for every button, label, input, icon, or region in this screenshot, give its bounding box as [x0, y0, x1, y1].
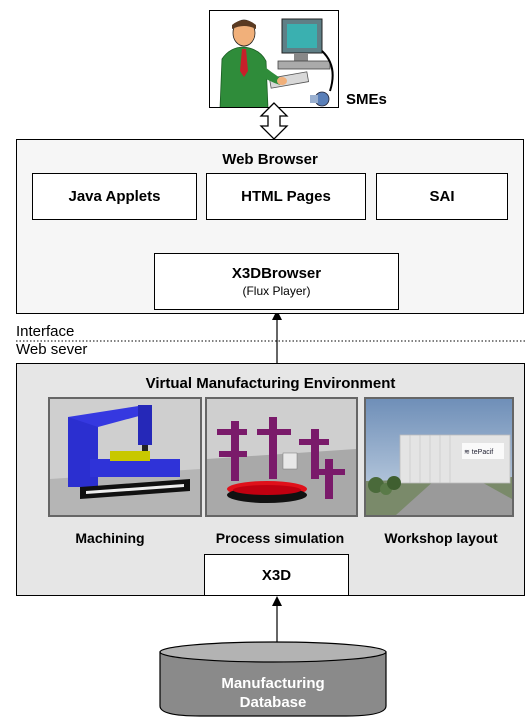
- milling-machine-icon: [50, 399, 200, 515]
- x3dbrowser-box: X3DBrowser (Flux Player): [154, 253, 399, 310]
- database-label-line1: Manufacturing: [221, 675, 325, 692]
- user-at-computer-icon: [219, 18, 334, 107]
- database-label-line2: Database: [239, 694, 307, 711]
- process-simulation-caption: Process simulation: [215, 530, 345, 546]
- sai-box: SAI: [376, 173, 508, 220]
- machining-image: [48, 397, 202, 517]
- x3dbrowser-label: X3DBrowser: [231, 265, 322, 282]
- interface-label: Interface: [16, 323, 75, 340]
- x3dbrowser-sublabel: (Flux Player): [242, 284, 311, 298]
- web-browser-title: Web Browser: [222, 151, 318, 168]
- smes-label: SMEs: [346, 91, 387, 108]
- process-simulation-icon: [207, 399, 356, 515]
- workshop-layout-image: ≋ tePacif: [364, 397, 514, 517]
- workshop-layout-icon: ≋ tePacif: [366, 399, 512, 515]
- workshop-layout-caption: Workshop layout: [384, 530, 498, 546]
- database-icon: [159, 651, 387, 717]
- svg-text:≋ tePacif: ≋ tePacif: [464, 449, 493, 456]
- database-label: Manufacturing Database: [160, 674, 386, 712]
- java-applets-label: Java Applets: [68, 188, 161, 205]
- html-pages-box: HTML Pages: [206, 173, 366, 220]
- process-simulation-image: [205, 397, 358, 517]
- vme-title: Virtual Manufacturing Environment: [145, 375, 396, 392]
- sai-label: SAI: [429, 188, 455, 205]
- java-applets-box: Java Applets: [32, 173, 197, 220]
- x3d-label: X3D: [261, 566, 292, 584]
- sme-user-illustration: [209, 10, 339, 108]
- machining-caption: Machining: [75, 530, 145, 546]
- x3d-box: X3D: [204, 554, 349, 596]
- html-pages-label: HTML Pages: [241, 188, 331, 205]
- web-server-label: Web sever: [16, 341, 88, 358]
